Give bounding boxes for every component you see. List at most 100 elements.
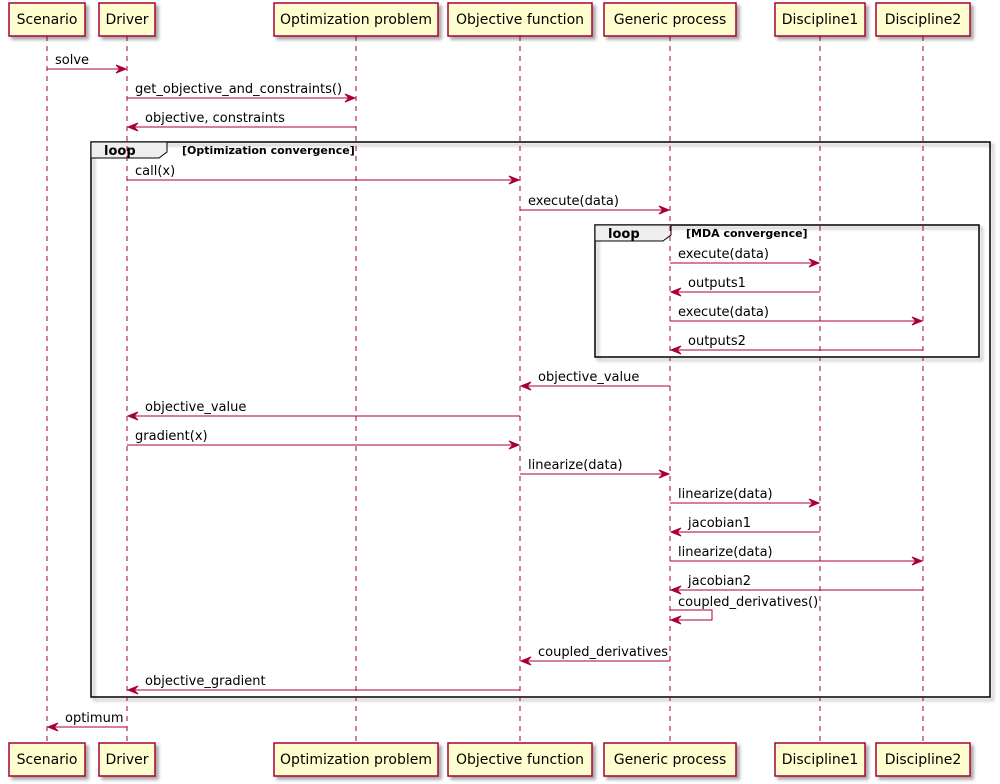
message-arrowhead — [126, 122, 139, 132]
message-label: execute(data) — [678, 305, 769, 320]
participant-label: Optimization problem — [280, 12, 432, 28]
participant-box — [273, 2, 439, 37]
message-17: coupled_derivatives() — [669, 595, 818, 625]
message-0: solve — [47, 53, 128, 74]
participant-box — [774, 742, 866, 777]
participant-box — [875, 2, 971, 37]
message-label: jacobian1 — [687, 516, 751, 531]
participant-box — [273, 742, 439, 777]
participant-top-2: Optimization problem — [273, 2, 439, 37]
participant-label: Driver — [105, 752, 148, 768]
message-label: coupled_derivatives() — [678, 595, 818, 610]
loop-frame-tab — [90, 141, 168, 159]
message-13: linearize(data) — [670, 487, 821, 508]
participant-top-5: Discipline1 — [774, 2, 866, 37]
message-label: coupled_derivatives — [538, 645, 668, 660]
message-label: objective_value — [538, 370, 639, 385]
message-5: execute(data) — [670, 247, 821, 268]
participant-bottom-1: Driver — [98, 742, 156, 777]
message-arrowhead — [669, 615, 682, 625]
participant-box — [603, 2, 737, 37]
participant-box — [447, 2, 593, 37]
participant-label: Discipline1 — [782, 752, 859, 768]
participant-bottom-4: Generic process — [603, 742, 737, 777]
message-15: linearize(data) — [670, 545, 924, 566]
message-8: outputs2 — [669, 334, 923, 355]
participant-top-6: Discipline2 — [875, 2, 971, 37]
participant-top-0: Scenario — [8, 2, 86, 37]
participant-bottom-0: Scenario — [8, 742, 86, 777]
participant-top-3: Objective function — [447, 2, 593, 37]
message-3: call(x) — [127, 164, 521, 185]
message-arrowhead — [911, 316, 924, 326]
message-label: objective_gradient — [145, 674, 266, 689]
message-9: objective_value — [519, 370, 670, 391]
loop-frame-0: loop[Optimization convergence] — [90, 141, 991, 698]
message-10: objective_value — [126, 400, 520, 421]
message-11: gradient(x) — [127, 429, 521, 450]
message-7: execute(data) — [670, 305, 924, 326]
message-16: jacobian2 — [669, 574, 923, 595]
message-arrowhead — [519, 381, 532, 391]
message-12: linearize(data) — [520, 458, 671, 479]
message-arrowhead — [658, 205, 671, 215]
message-1: get_objective_and_constraints() — [127, 82, 357, 103]
message-arrowhead — [508, 440, 521, 450]
participant-bottom-5: Discipline1 — [774, 742, 866, 777]
message-arrowhead — [126, 411, 139, 421]
participant-top-1: Driver — [98, 2, 156, 37]
message-label: linearize(data) — [678, 487, 773, 502]
participant-box — [98, 742, 156, 777]
participant-label: Optimization problem — [280, 752, 432, 768]
message-20: optimum — [46, 711, 127, 732]
participant-bottom-2: Optimization problem — [273, 742, 439, 777]
participant-label: Generic process — [614, 752, 727, 768]
message-arrowhead — [519, 656, 532, 666]
message-label: outputs1 — [688, 276, 746, 291]
message-arrowhead — [669, 345, 682, 355]
message-label: execute(data) — [528, 194, 619, 209]
loop-guard: [MDA convergence] — [686, 227, 808, 240]
message-label: gradient(x) — [135, 429, 208, 444]
message-label: optimum — [65, 711, 123, 726]
self-message-line — [670, 609, 713, 621]
participant-label: Discipline1 — [782, 12, 859, 28]
participant-box — [875, 742, 971, 777]
message-2: objective, constraints — [126, 111, 356, 132]
participant-box — [447, 742, 593, 777]
participant-box — [98, 2, 156, 37]
message-label: outputs2 — [688, 334, 746, 349]
loop-frame-1: loop[MDA convergence] — [594, 224, 980, 358]
message-18: coupled_derivatives — [519, 645, 670, 666]
message-19: objective_gradient — [126, 674, 520, 695]
participant-label: Objective function — [456, 12, 584, 28]
loop-frame-border — [90, 141, 991, 698]
message-label: solve — [55, 53, 89, 68]
message-label: execute(data) — [678, 247, 769, 262]
message-label: call(x) — [135, 164, 175, 179]
participant-bottom-6: Discipline2 — [875, 742, 971, 777]
participant-box — [8, 2, 86, 37]
message-arrowhead — [808, 498, 821, 508]
loop-guard: [Optimization convergence] — [182, 144, 355, 157]
message-14: jacobian1 — [669, 516, 820, 537]
message-label: jacobian2 — [687, 574, 751, 589]
message-label: linearize(data) — [528, 458, 623, 473]
message-label: objective, constraints — [145, 111, 285, 126]
loop-frame-tab — [594, 224, 672, 242]
message-arrowhead — [669, 287, 682, 297]
participant-top-4: Generic process — [603, 2, 737, 37]
participant-label: Discipline2 — [885, 12, 962, 28]
participant-label: Scenario — [17, 12, 78, 28]
message-arrowhead — [46, 722, 59, 732]
message-arrowhead — [115, 64, 128, 74]
message-label: linearize(data) — [678, 545, 773, 560]
participant-label: Driver — [105, 12, 148, 28]
message-label: objective_value — [145, 400, 246, 415]
message-arrowhead — [911, 556, 924, 566]
message-arrowhead — [669, 527, 682, 537]
message-6: outputs1 — [669, 276, 820, 297]
participant-label: Objective function — [456, 752, 584, 768]
